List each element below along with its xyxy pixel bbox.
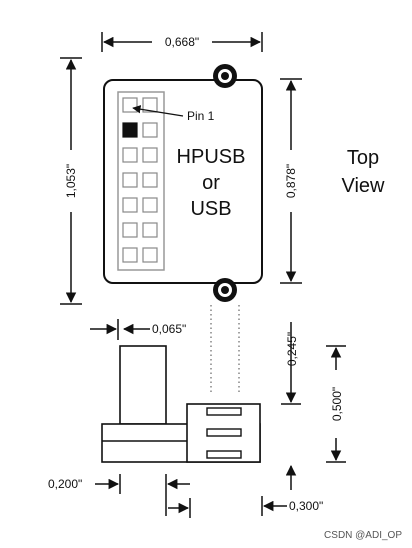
connector-type-line3: USB [190,198,231,220]
pin-pad [122,172,138,188]
side-post [119,345,167,425]
pin-pad [142,247,158,263]
pin-pad [142,197,158,213]
width-dim-label: 0,668" [165,35,199,49]
width-dimension: 0,668" [101,32,263,52]
pin1-callout: Pin 1 [132,105,215,123]
side-contact-3 [206,450,242,459]
side-view: 0,065" 0,245" 0,500" 0,200" [48,305,346,518]
connector-type-line2: or [202,172,220,194]
connector-type-line1: HPUSB [177,146,246,168]
side-contact-1 [206,407,242,416]
pin-span-dim-label: 0,878" [284,164,298,198]
pin-width-dimension: 0,065" [90,319,186,340]
top-view: 0,668" 1,053" Pin 1 [60,32,386,305]
height-dimension: 1,053" [60,57,82,305]
pin-pad [142,147,158,163]
pin-grid [122,97,158,263]
pin-pad [142,172,158,188]
pin-pad [122,222,138,238]
pin-pad [122,247,138,263]
top-view-label-line1: Top [347,147,379,169]
mounting-hole-bottom [213,278,237,302]
height-dim-label: 1,053" [64,164,78,198]
pin-pad [142,222,158,238]
total-height-dim-label: 0,500" [330,387,344,421]
left-offset-dim-label: 0,200" [48,477,82,491]
pin-pad [142,122,158,138]
watermark: CSDN @ADI_OP [324,530,402,541]
pin-pad [142,97,158,113]
pin-1-pad [122,122,138,138]
top-view-label-line2: View [342,175,386,197]
right-offset-dim-label: 0,300" [289,499,323,513]
left-offset-dimension: 0,200" [48,474,191,518]
pin1-label: Pin 1 [187,109,215,123]
side-contact-2 [206,428,242,437]
pin-height-dimension: 0,245" [281,322,301,405]
pin-pad [122,197,138,213]
pin-pad [122,97,138,113]
pin-width-dim-label: 0,065" [152,322,186,336]
pin-height-dim-label: 0,245" [285,332,299,366]
mounting-hole-top [213,64,237,88]
total-height-dimension: 0,500" [326,345,346,463]
pin-pad [122,147,138,163]
right-offset-dimension: 0,300" [261,464,323,516]
pin-span-dimension: 0,878" [280,78,302,284]
